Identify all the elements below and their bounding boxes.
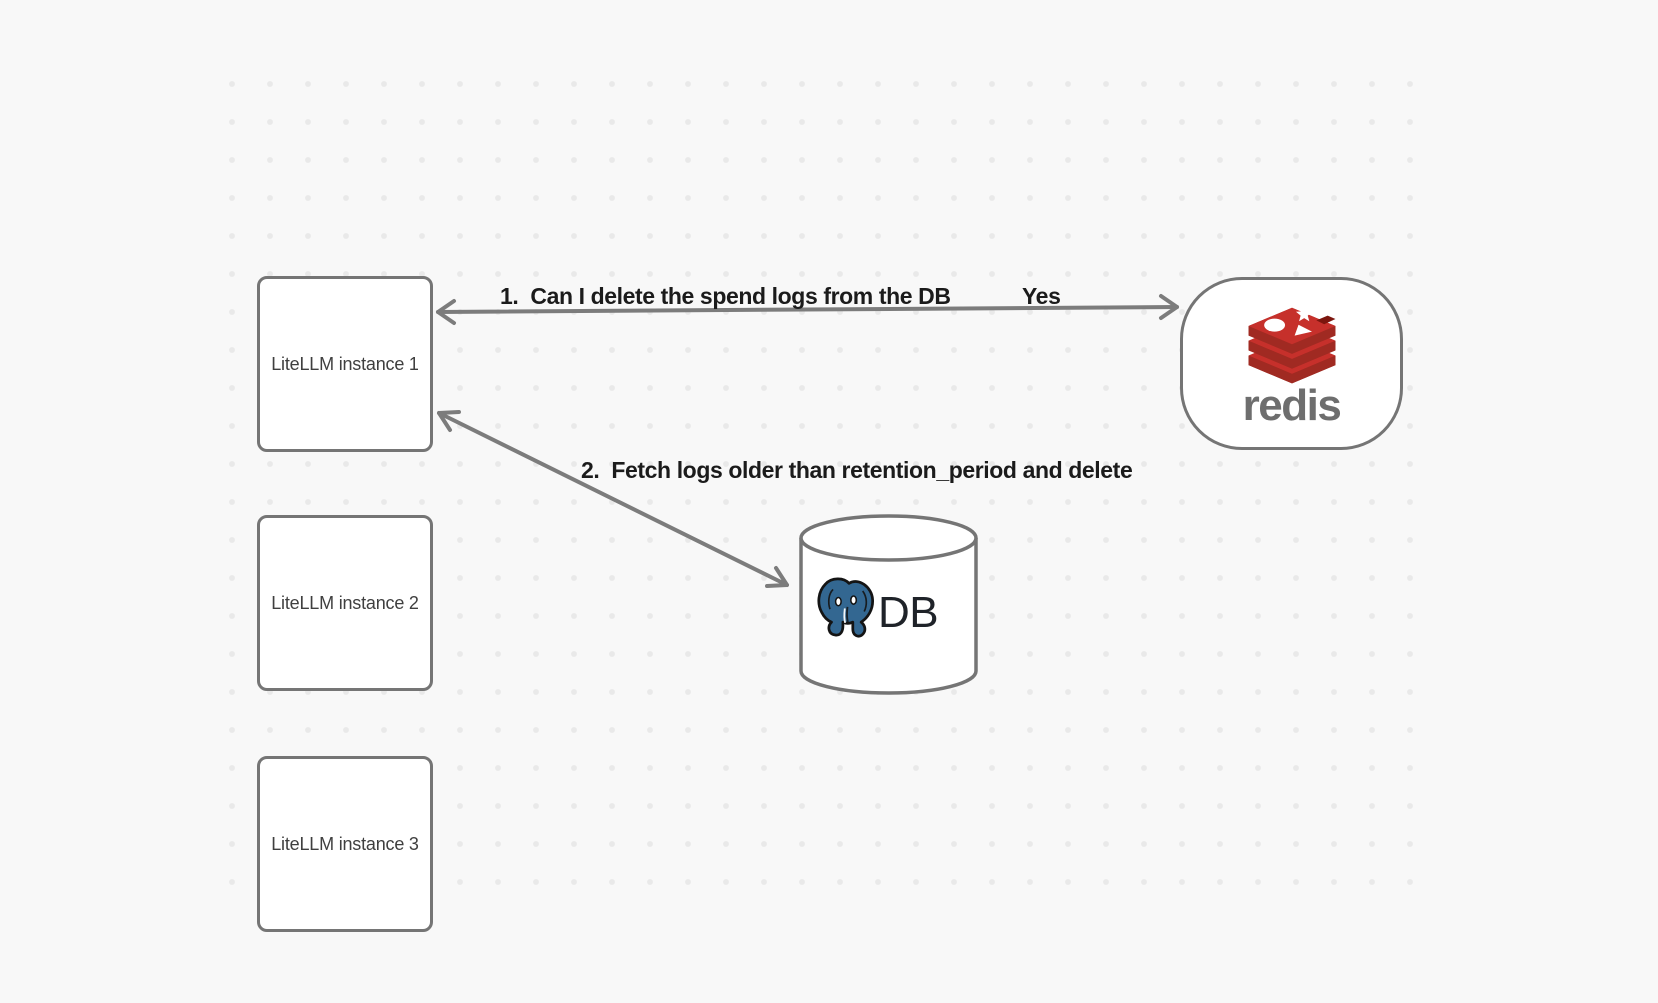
redis-stack-icon (1248, 305, 1335, 383)
arrow-1-step-label: 1. Can I delete the spend logs from the … (500, 283, 951, 309)
db-label: DB (878, 588, 939, 637)
postgresql-elephant-icon (817, 577, 874, 638)
litellm-instance-2-node: LiteLLM instance 2 (257, 515, 433, 691)
litellm-instance-3-label: LiteLLM instance 3 (271, 833, 419, 854)
database-cylinder: DB (798, 513, 979, 696)
redis-node: redis (1180, 277, 1403, 450)
cylinder-shape-icon (799, 514, 978, 695)
redis-wordmark: redis (1242, 380, 1342, 430)
litellm-instance-2-label: LiteLLM instance 2 (271, 592, 419, 613)
litellm-instance-1-node: LiteLLM instance 1 (257, 276, 433, 452)
arrow-2-step-label: 2. Fetch logs older than retention_perio… (581, 457, 1133, 483)
litellm-instance-1-label: LiteLLM instance 1 (271, 353, 419, 374)
arrow-1-response-label: Yes (1022, 283, 1061, 309)
litellm-instance-3-node: LiteLLM instance 3 (257, 756, 433, 932)
